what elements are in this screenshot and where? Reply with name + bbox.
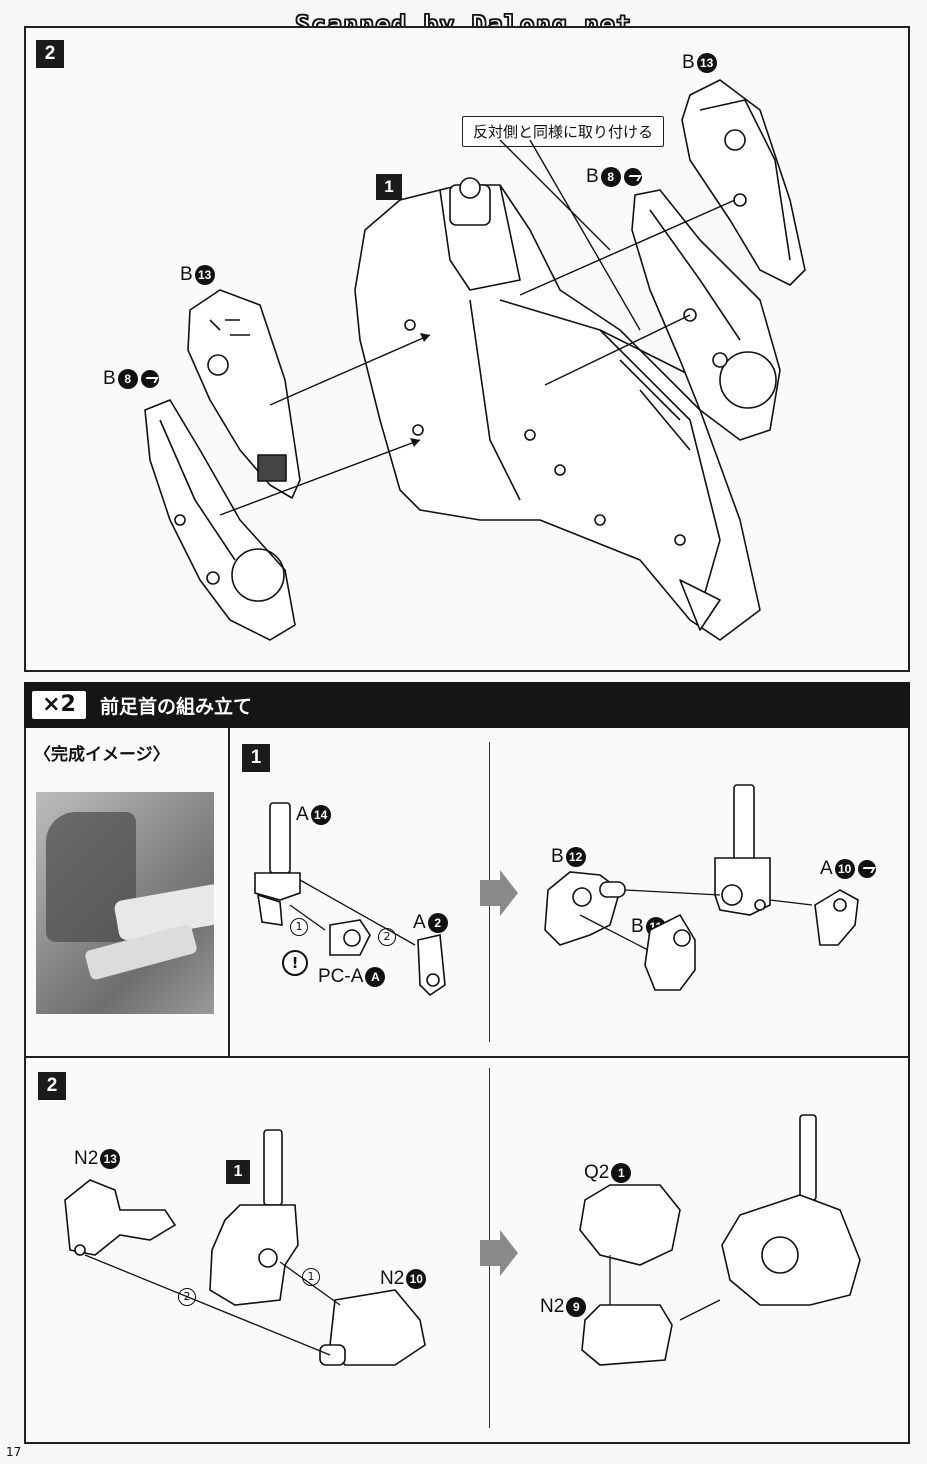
sub-assembly-badge: 1	[226, 1160, 250, 1184]
part-number: 9	[566, 1296, 587, 1317]
runner-letter: PC-A	[318, 966, 364, 987]
assembly-arrow-line	[219, 439, 421, 516]
callout-leader-line	[499, 139, 611, 251]
step-number-badge: 2	[36, 40, 64, 68]
runner-letter: N2	[540, 1296, 565, 1317]
sub-assembly-badge: 1	[376, 174, 402, 200]
step2-left-parts	[64, 1129, 426, 1366]
image-column-divider	[228, 728, 230, 1058]
step1-left-parts	[254, 802, 446, 997]
runner-letter: B	[551, 846, 564, 867]
part-number: 13	[194, 264, 215, 285]
part-number: A	[365, 966, 386, 987]
step2-right-parts	[579, 1114, 861, 1366]
assembly-arrow-line	[269, 334, 431, 406]
part-number: 13	[696, 52, 717, 73]
quantity-badge: ×2	[32, 691, 86, 719]
section-title: 前足首の組み立て	[100, 696, 253, 718]
next-step-arrow	[480, 870, 518, 1276]
part-number: 14	[310, 804, 331, 825]
runner-letter: A	[296, 804, 309, 825]
left-lower-pod-part	[144, 399, 296, 641]
runner-letter: B	[631, 916, 644, 937]
sub-step-1-marker: 1	[290, 918, 308, 936]
part-number: 10	[406, 1268, 427, 1289]
left-upper-pod-part	[187, 289, 301, 499]
part-number: 8	[600, 166, 621, 187]
warning-icon: !	[282, 950, 308, 976]
assembly-arrow-line	[519, 199, 736, 296]
step1-right-parts	[544, 784, 859, 991]
completed-image-caption: 〈完成イメージ〉	[34, 745, 170, 765]
page-number: 17	[6, 1445, 22, 1459]
runner-letter: N2	[74, 1148, 99, 1169]
runner-letter: B	[682, 52, 695, 73]
part-number: 1	[611, 1162, 632, 1183]
runner-letter: Q2	[584, 1162, 610, 1183]
step-number-badge: 1	[242, 744, 270, 772]
runner-letter: B	[180, 264, 193, 285]
gate-cut-icon	[140, 369, 159, 388]
runner-letter: B	[103, 368, 116, 389]
right-lower-pod-part	[631, 189, 781, 441]
part-number: 13	[100, 1148, 121, 1169]
callout-leader-line	[529, 139, 641, 331]
completed-image-photo	[36, 792, 214, 1014]
arrow-head	[420, 333, 430, 342]
gate-cut-icon	[623, 167, 642, 186]
runner-letter: N2	[380, 1268, 405, 1289]
right-upper-pod-part	[681, 79, 806, 286]
arrow-head	[410, 438, 420, 447]
part-number: 2	[427, 912, 448, 933]
instruction-callout: 反対側と同様に取り付ける	[462, 116, 665, 147]
runner-letter: A	[413, 912, 426, 933]
section-header-bar: ×2 前足首の組み立て	[24, 682, 910, 728]
part-number: 10	[834, 858, 855, 879]
runner-letter: A	[820, 858, 833, 879]
part-number: 12	[565, 846, 586, 867]
assembly-arrow-line	[544, 314, 691, 386]
runner-letter: B	[586, 166, 599, 187]
gate-cut-icon	[857, 859, 876, 878]
part-number: 8	[117, 368, 138, 389]
main-body-part	[354, 177, 761, 641]
step-number-badge: 2	[38, 1072, 66, 1100]
